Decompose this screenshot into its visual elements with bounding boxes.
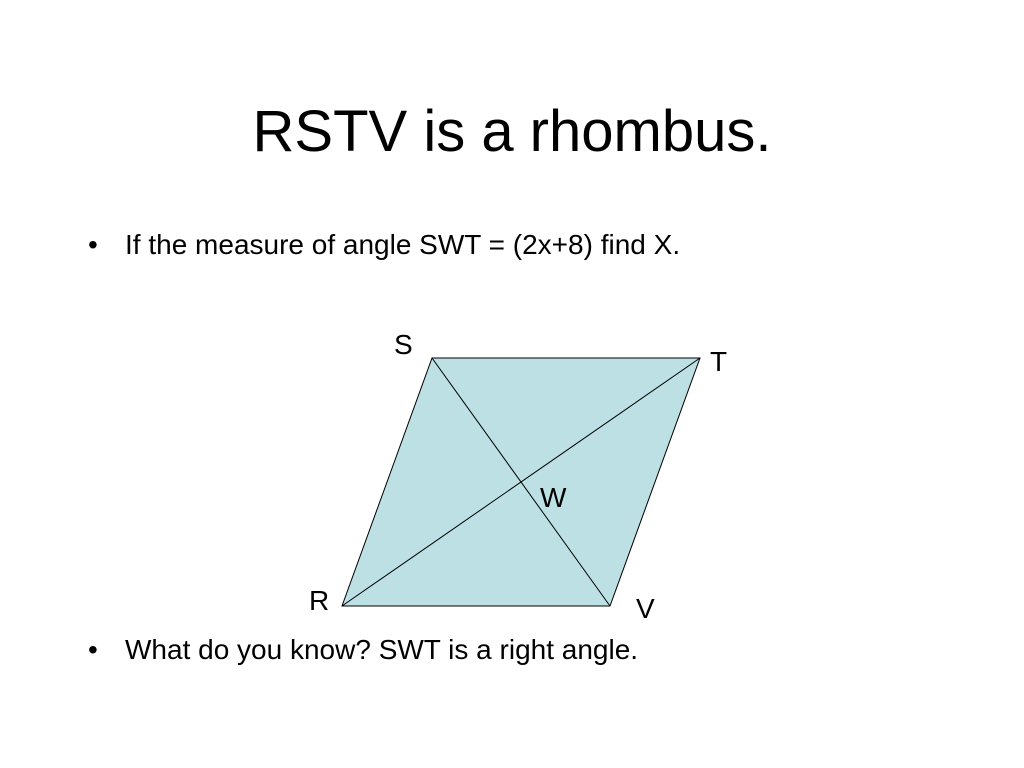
vertex-label-t: T [710,346,727,377]
bullet-item: • What do you know? SWT is a right angle. [88,633,638,667]
bullet-marker: • [88,229,98,260]
bullet-text: What do you know? SWT is a right angle. [125,634,639,665]
vertex-label-r: R [309,585,329,616]
bullet-marker: • [88,634,98,665]
bullet-text: If the measure of angle SWT = (2x+8) fin… [125,229,681,260]
bullet-item: • If the measure of angle SWT = (2x+8) fi… [88,228,680,262]
slide-title: RSTV is a rhombus. [252,99,772,164]
vertex-label-w: W [540,482,567,513]
diagonal-rt [341,357,701,607]
vertex-label-v: V [636,593,655,624]
vertex-label-s: S [394,329,413,360]
